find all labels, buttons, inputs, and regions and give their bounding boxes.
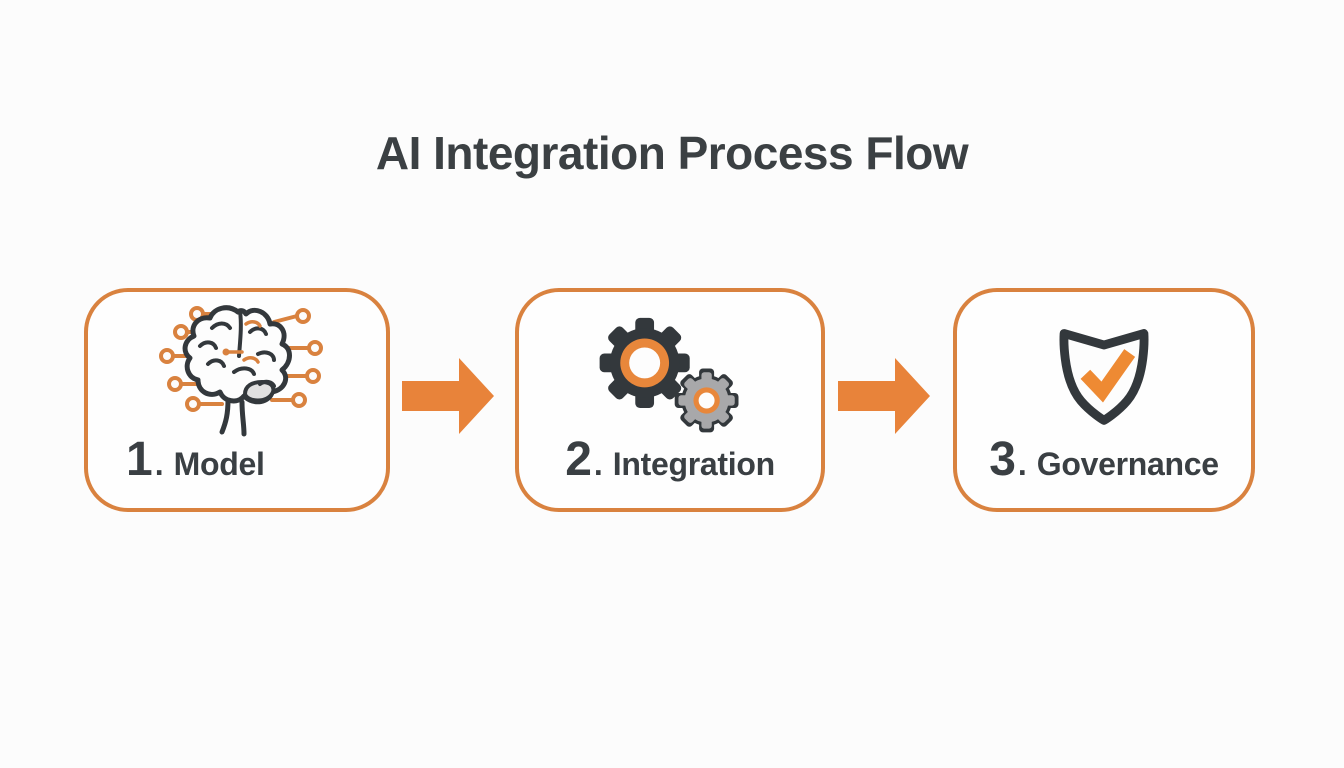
step-label: 1 . Model (126, 436, 265, 484)
gears-icon (599, 317, 739, 433)
step-number: 1 (126, 433, 153, 486)
step-separator: . (154, 446, 164, 482)
step-separator: . (593, 446, 603, 482)
flow-arrow-icon (402, 358, 494, 434)
step-number: 3 (989, 433, 1016, 486)
step-icon-wrap (957, 314, 1251, 431)
step-number: 2 (565, 433, 592, 486)
step-separator: . (1017, 446, 1027, 482)
step-name: Governance (1036, 446, 1219, 482)
step-icon-wrap (88, 298, 386, 448)
step-name: Integration (612, 446, 775, 482)
flow-arrow-icon (838, 358, 930, 434)
page-title: AI Integration Process Flow (375, 127, 969, 179)
step-icon-wrap (519, 316, 821, 438)
brain-circuit-icon (159, 305, 323, 437)
step-box-integration: 2 . Integration (515, 288, 825, 512)
step-box-model: 1 . Model (84, 288, 390, 512)
step-box-governance: 3 . Governance (953, 288, 1255, 512)
step-label: 3 . Governance (957, 436, 1251, 484)
shield-check-icon (1059, 329, 1149, 425)
step-label: 2 . Integration (519, 436, 821, 484)
step-name: Model (173, 446, 265, 482)
